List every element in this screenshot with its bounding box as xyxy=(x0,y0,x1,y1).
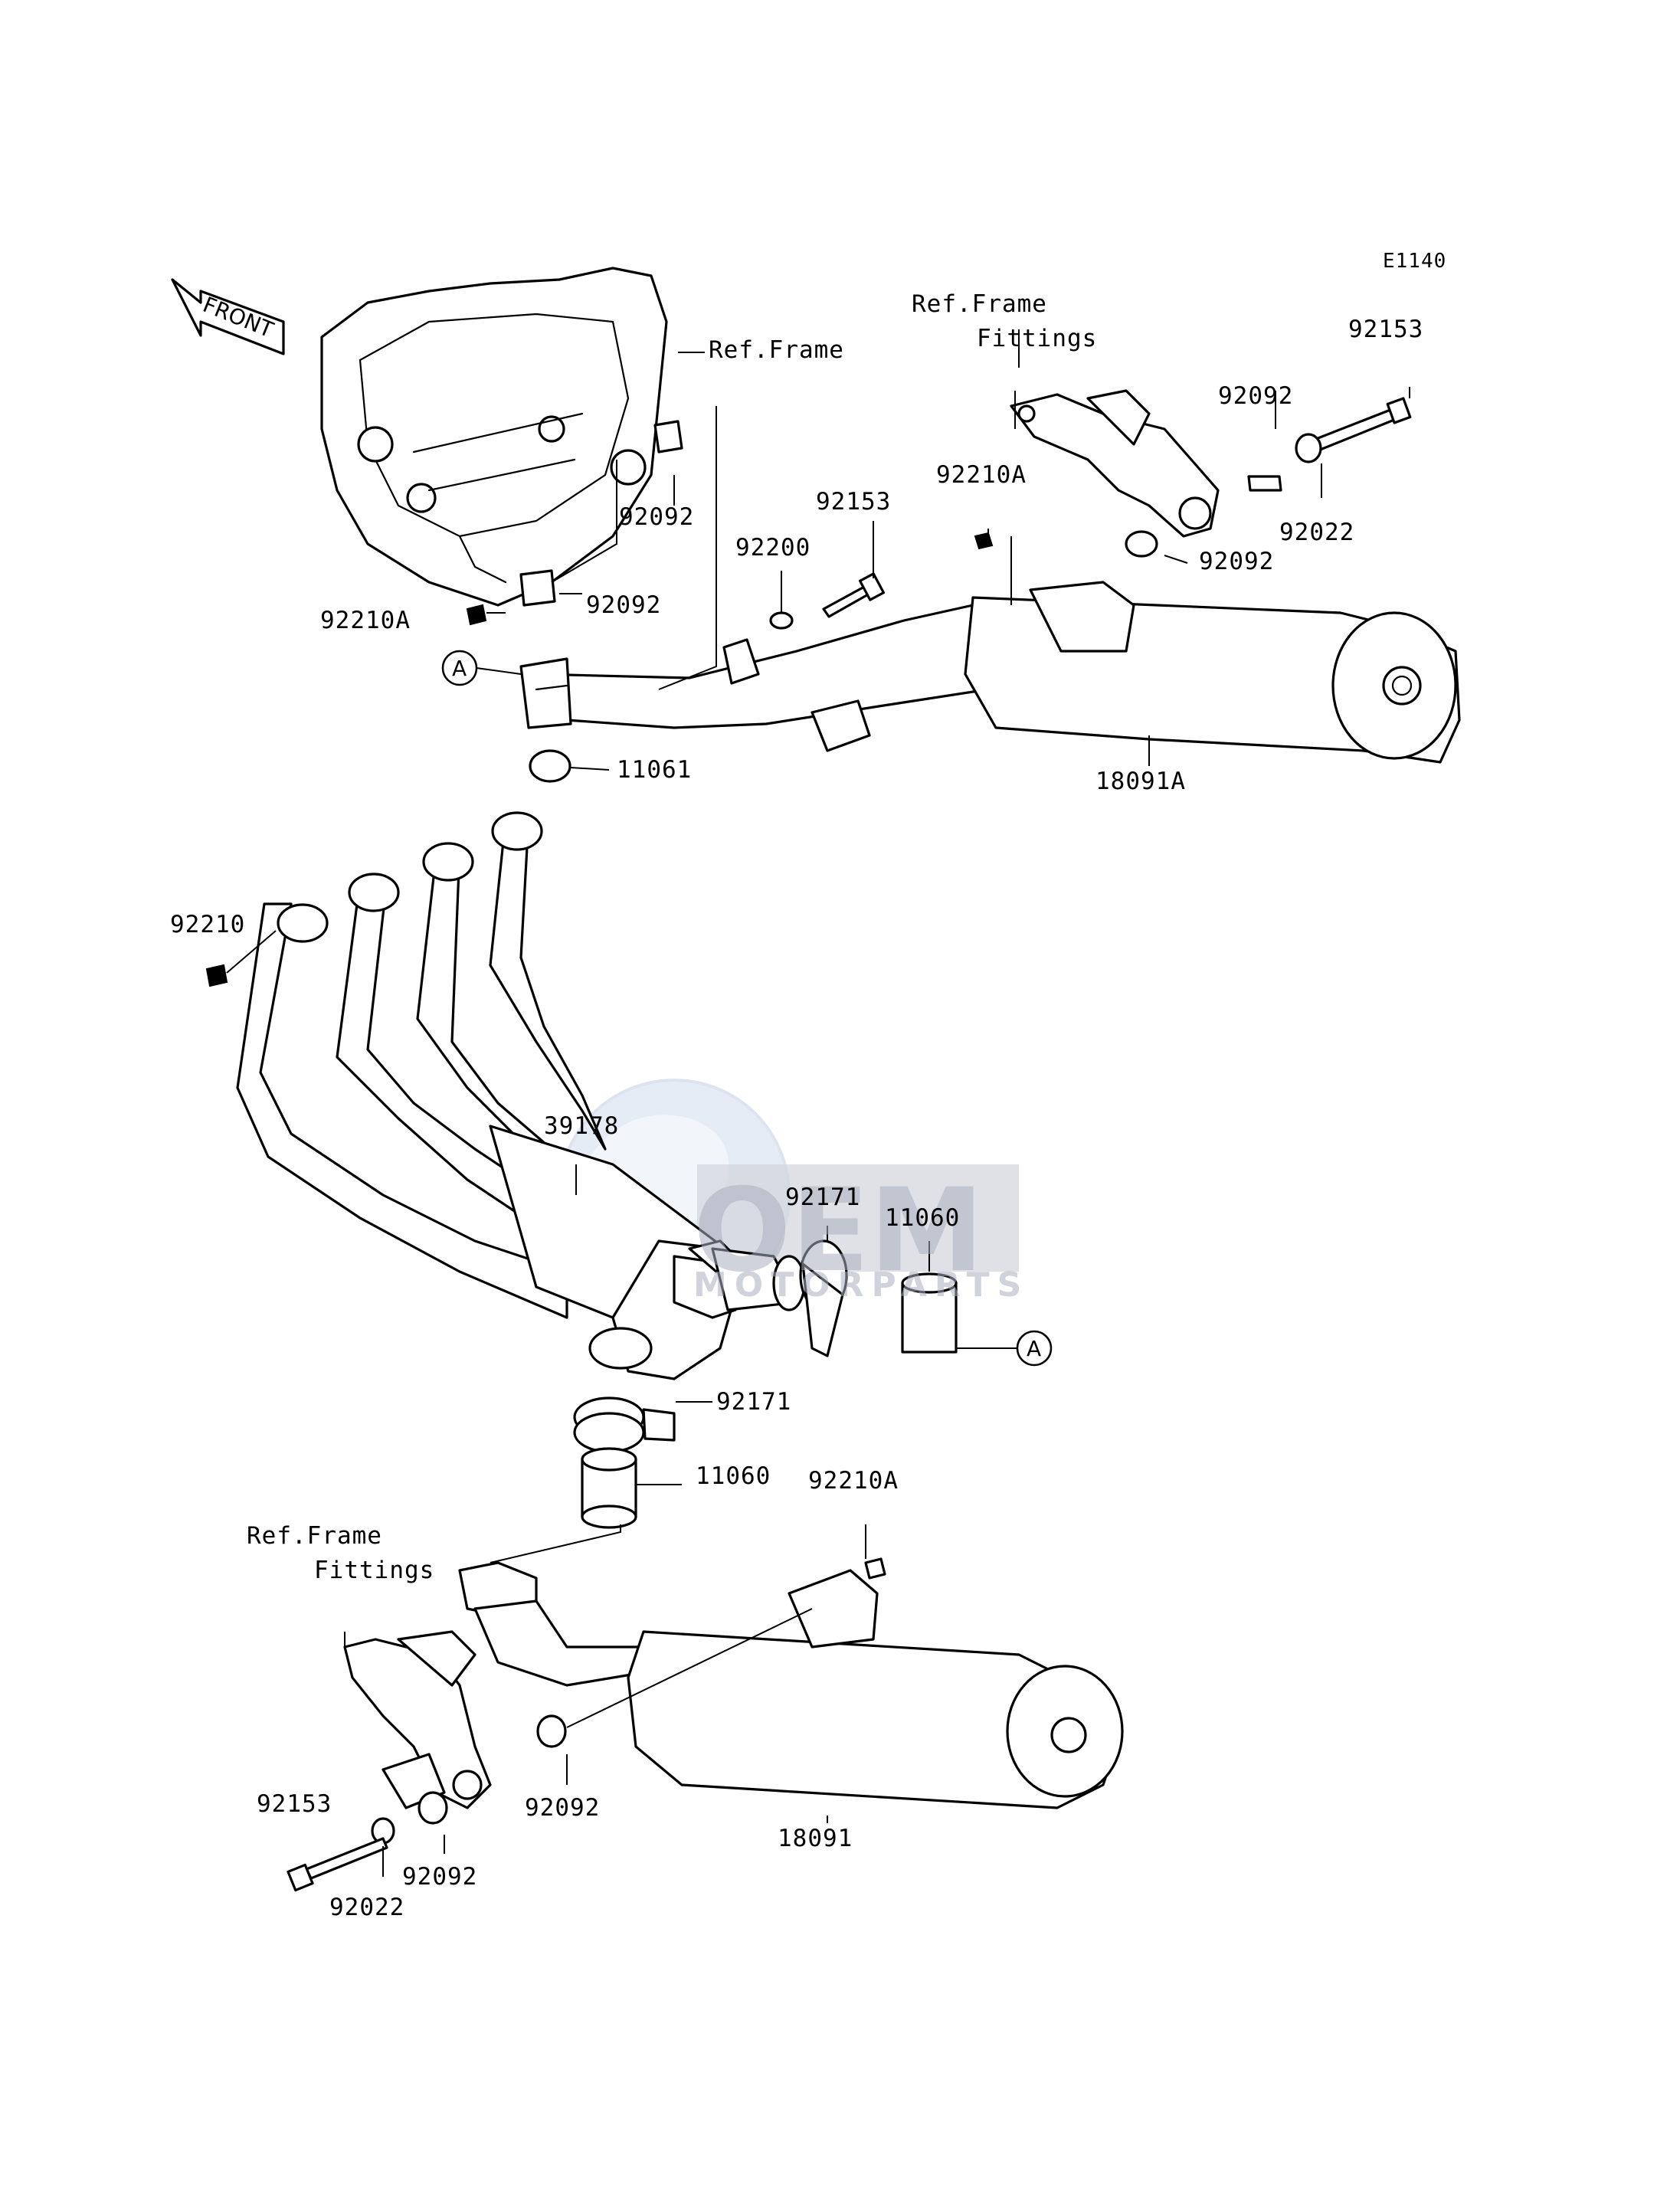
clamps-sleeves xyxy=(573,1239,958,1529)
label-92210A-top-r: 92210A xyxy=(936,461,1027,489)
label-ref-frame-fittings-bot-1: Ref.Frame xyxy=(247,1522,382,1550)
front-arrow: FRONT xyxy=(171,278,285,355)
label-92092-top-r2: 92092 xyxy=(1199,548,1275,575)
gasket-11061 xyxy=(529,749,571,783)
ref-marker-a-lower: A xyxy=(956,1330,1053,1367)
leader-lines xyxy=(344,329,1410,1877)
label-92092-bot-c: 92092 xyxy=(525,1794,601,1822)
label-39178: 39178 xyxy=(544,1112,620,1140)
watermark-brand: OEM xyxy=(693,1164,984,1298)
header-pipes xyxy=(205,811,806,1380)
frame-body xyxy=(320,267,668,607)
ref-marker-a-upper: A xyxy=(441,650,522,686)
label-92171-r: 92171 xyxy=(785,1184,861,1211)
label-11061: 11061 xyxy=(617,756,693,784)
label-ref-frame-fittings-bot-2: Fittings xyxy=(314,1557,435,1584)
label-ref-frame-fittings-top-2: Fittings xyxy=(977,325,1098,352)
hardware-frame xyxy=(466,420,683,626)
label-92022-bot: 92022 xyxy=(329,1894,405,1921)
bottom-fittings xyxy=(287,1630,567,1892)
label-92092-bot-l: 92092 xyxy=(402,1863,478,1891)
label-92200: 92200 xyxy=(735,534,811,562)
svg-text:A: A xyxy=(452,656,467,681)
muffler-upper xyxy=(519,581,1461,764)
top-fittings xyxy=(1010,389,1220,538)
hardware-top-right xyxy=(974,397,1412,558)
label-92153-mid: 92153 xyxy=(816,488,892,516)
label-92092-frame1: 92092 xyxy=(619,503,695,531)
label-18091A: 18091A xyxy=(1095,768,1186,795)
label-92153-bot: 92153 xyxy=(257,1790,332,1818)
label-92210A-bot: 92210A xyxy=(808,1467,899,1495)
label-92092-top-r: 92092 xyxy=(1218,382,1294,410)
label-92022-top: 92022 xyxy=(1279,519,1355,546)
muffler-lower xyxy=(458,1557,1124,1809)
hardware-mid xyxy=(769,572,886,630)
svg-text:A: A xyxy=(1027,1336,1041,1361)
label-11060-r: 11060 xyxy=(885,1204,961,1232)
label-ref-frame: Ref.Frame xyxy=(709,336,844,364)
label-11060-c: 11060 xyxy=(696,1462,771,1490)
watermark-sub: MOTORPARTS xyxy=(693,1265,1030,1305)
diagram-code: E1140 xyxy=(1383,250,1447,273)
label-18091: 18091 xyxy=(778,1825,853,1852)
label-92092-frame2: 92092 xyxy=(586,591,662,619)
label-92171-c: 92171 xyxy=(716,1388,792,1416)
label-ref-frame-fittings-top-1: Ref.Frame xyxy=(912,290,1047,318)
label-92210: 92210 xyxy=(170,911,246,938)
label-92153-top: 92153 xyxy=(1348,316,1424,343)
label-92210A-frame: 92210A xyxy=(320,607,411,634)
